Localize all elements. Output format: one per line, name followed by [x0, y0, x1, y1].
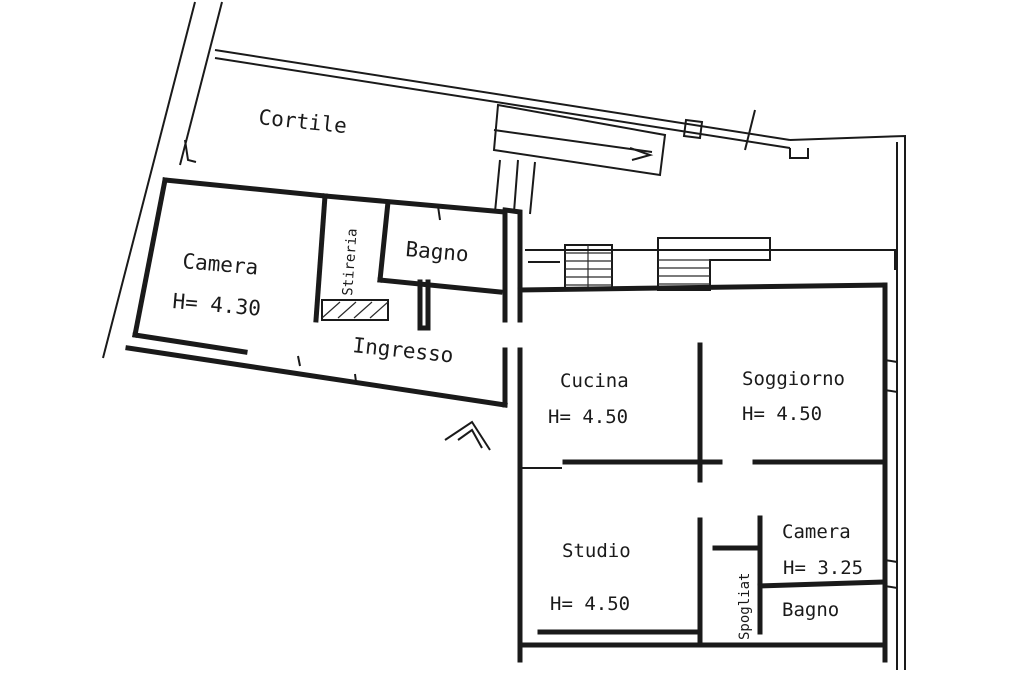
right-block-walls [502, 282, 898, 663]
label-spogliat: Spogliat [737, 573, 753, 640]
label-stireria: Stireria [340, 228, 361, 296]
boundary-lines [102, 1, 906, 670]
entry-arrow-icon [444, 420, 491, 451]
label-cucina: Cucina [560, 370, 629, 392]
label-studio: Studio [562, 540, 631, 562]
label-camera-right-height: H= 3.25 [783, 557, 863, 579]
left-wing-walls [125, 139, 523, 408]
label-camera-left: Camera [182, 249, 260, 280]
label-soggiorno: Soggiorno [742, 368, 845, 390]
label-studio-height: H= 4.50 [550, 593, 630, 615]
stairs [525, 237, 896, 291]
label-ingresso: Ingresso [351, 333, 454, 367]
label-camera-right: Camera [782, 521, 851, 543]
label-bagno-top: Bagno [405, 237, 470, 266]
label-camera-left-height: H= 4.30 [172, 289, 262, 321]
label-soggiorno-height: H= 4.50 [742, 403, 822, 425]
courtyard-structures [492, 103, 667, 215]
label-cucina-height: H= 4.50 [548, 406, 628, 428]
stireria-shelf [321, 299, 389, 321]
label-bagno-bottom: Bagno [782, 599, 839, 621]
label-cortile: Cortile [257, 105, 348, 138]
